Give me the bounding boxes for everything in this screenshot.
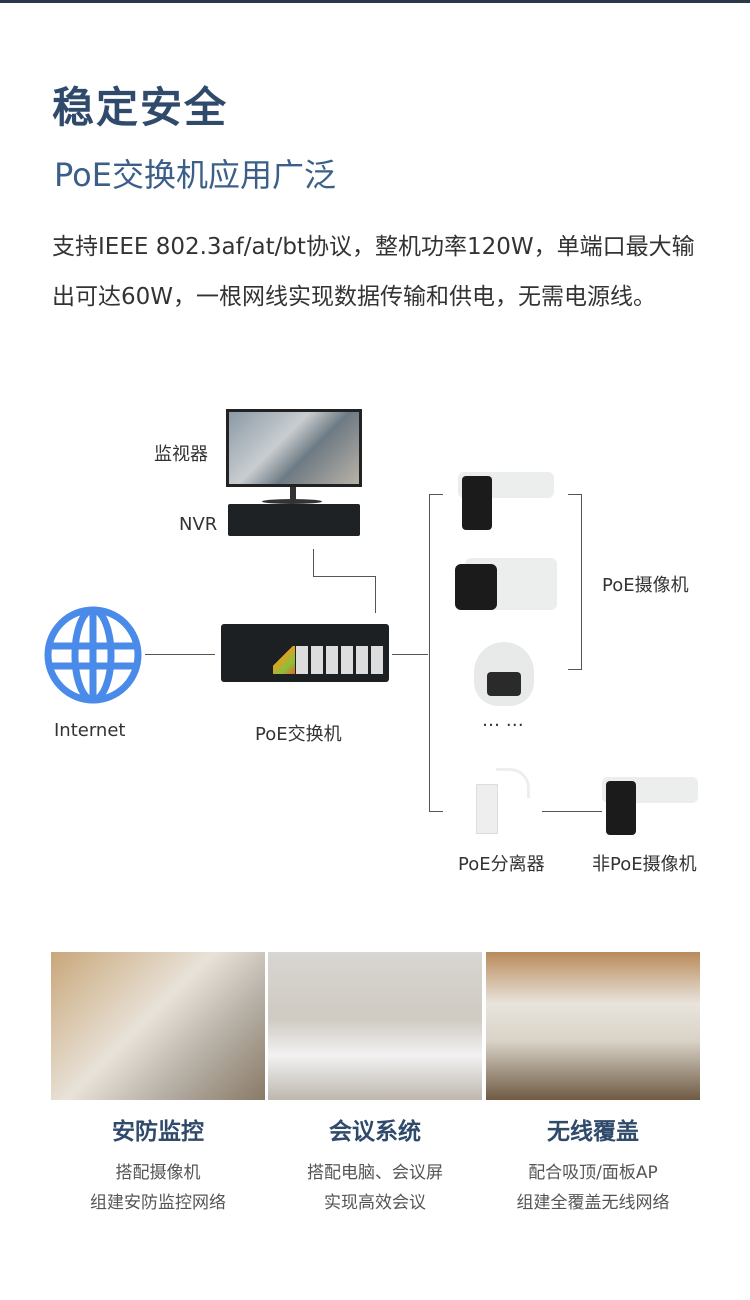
non-poe-camera-label: 非PoE摄像机 (592, 854, 697, 875)
description: 支持IEEE 802.3af/at/bt协议，整机功率120W，单端口最大输出可… (52, 234, 695, 310)
application-security: 安防监控 搭配摄像机 组建安防监控网络 (51, 1112, 265, 1218)
splitter-label: PoE分离器 (458, 854, 545, 875)
application-line: 搭配摄像机 (115, 1163, 201, 1183)
application-line: 实现高效会议 (324, 1193, 426, 1213)
dome-camera-image (474, 642, 534, 706)
internet-label: Internet (54, 720, 126, 741)
globe-icon (44, 606, 142, 704)
more-cameras-ellipsis: … … (482, 710, 524, 731)
application-line: 配合吸顶/面板AP (528, 1163, 658, 1183)
security-photo (51, 952, 265, 1100)
application-title: 会议系统 (329, 1119, 421, 1145)
poe-splitter-image (476, 766, 536, 834)
nvr-label: NVR (179, 514, 218, 535)
top-border (0, 0, 750, 3)
monitor-label: 监视器 (154, 444, 208, 465)
bullet-camera-image (455, 558, 557, 610)
page-title: 稳定安全 (52, 83, 229, 132)
application-line: 搭配电脑、会议屏 (307, 1163, 443, 1183)
bullet-camera-image (458, 472, 554, 530)
switch-label: PoE交换机 (255, 724, 342, 745)
poe-camera-label: PoE摄像机 (602, 575, 689, 596)
meeting-photo (268, 952, 482, 1100)
monitor-image (226, 409, 362, 487)
application-wireless: 无线覆盖 配合吸顶/面板AP 组建全覆盖无线网络 (486, 1112, 700, 1218)
application-line: 组建安防监控网络 (90, 1193, 226, 1213)
application-meeting: 会议系统 搭配电脑、会议屏 实现高效会议 (268, 1112, 482, 1218)
wireless-photo (486, 952, 700, 1100)
application-title: 安防监控 (112, 1119, 204, 1145)
nvr-image (228, 504, 360, 536)
page-subtitle: PoE交换机应用广泛 (54, 156, 336, 194)
application-title: 无线覆盖 (547, 1119, 639, 1145)
poe-switch-image (221, 624, 389, 682)
non-poe-camera-image (602, 777, 698, 835)
application-line: 组建全覆盖无线网络 (516, 1193, 670, 1213)
